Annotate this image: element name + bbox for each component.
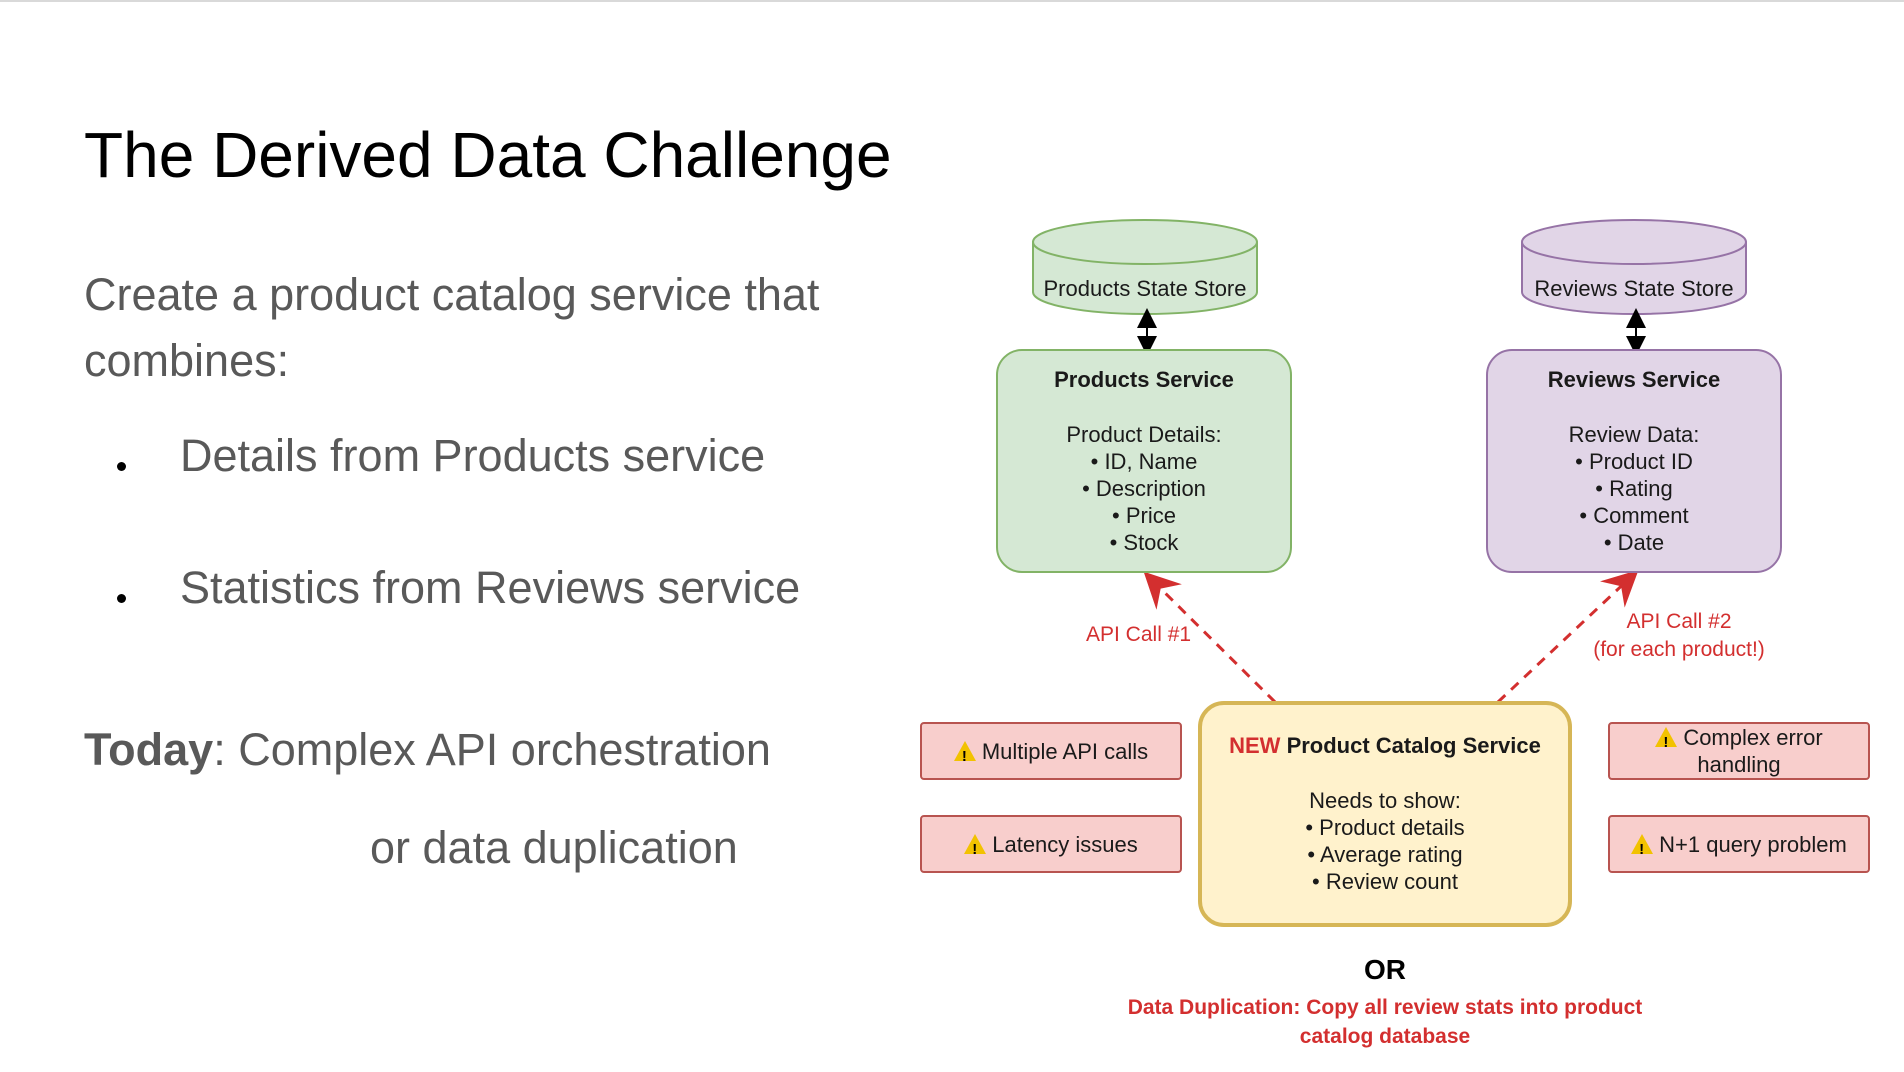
catalog-needs-heading: Needs to show: [1309, 788, 1461, 813]
warning-icon [1655, 727, 1678, 756]
warning-icon [964, 834, 987, 863]
today-line-2: or data duplication [370, 822, 738, 873]
duplication-line1: Data Duplication: Copy all review stats … [1127, 996, 1643, 1019]
products-service-title: Products Service [1054, 367, 1234, 392]
api-call-1-arrow [1143, 571, 1277, 704]
slide-title: The Derived Data Challenge [84, 119, 892, 191]
today-bold: Today [84, 724, 214, 775]
reviews-service-box: Reviews Service Review Data: • Product I… [1486, 349, 1782, 573]
list-item: • ID, Name [1090, 449, 1198, 474]
products-details-heading: Product Details: [1066, 422, 1222, 447]
warning-icon [953, 741, 976, 770]
reviews-store-cylinder [1521, 219, 1747, 315]
new-label: NEW [1229, 733, 1281, 758]
duplication-note: Data Duplication: Copy all review stats … [1080, 993, 1690, 1051]
warning-latency: Latency issues [920, 815, 1182, 873]
warning-multiple-api-calls: Multiple API calls [920, 722, 1182, 780]
catalog-service-name: Product Catalog Service [1280, 733, 1541, 758]
bullet-dot [117, 594, 126, 603]
reviews-data-heading: Review Data: [1568, 422, 1700, 447]
or-label: OR [1364, 954, 1406, 985]
warning-text: Multiple API calls [981, 738, 1149, 764]
warning-complex-error: Complex error handling [1608, 722, 1870, 780]
bullet-reviews: Statistics from Reviews service [180, 562, 801, 613]
list-item: • Product details [1305, 815, 1465, 840]
catalog-service-title: NEW Product Catalog Service [1202, 733, 1568, 759]
today-rest: : Complex API orchestration [213, 724, 771, 775]
warning-text-line2: handling [1697, 752, 1781, 777]
warning-text: Complex error [1683, 725, 1823, 750]
api-call-2-line1: API Call #2 [1626, 610, 1732, 633]
list-item: • Average rating [1307, 842, 1463, 867]
reviews-service-body: Review Data: • Product ID • Rating • Com… [1488, 421, 1780, 556]
products-store-cylinder [1032, 219, 1258, 315]
api-call-1-label: API Call #1 [1086, 623, 1192, 646]
reviews-service-title: Reviews Service [1547, 367, 1721, 392]
list-item: • Comment [1579, 503, 1689, 528]
list-item: • Price [1112, 503, 1176, 528]
api-call-2-label: API Call #2 (for each product!) [1587, 608, 1771, 664]
bullet-dot [117, 462, 126, 471]
warning-icon [1631, 834, 1654, 863]
warning-text: N+1 query problem [1659, 831, 1847, 857]
warning-text: Latency issues [992, 831, 1138, 857]
intro-text: Create a product catalog service that co… [84, 269, 820, 386]
list-item: • Product ID [1575, 449, 1693, 474]
today-line: Today: Complex API orchestration [84, 724, 771, 776]
bullet-products: Details from Products service [180, 430, 766, 481]
catalog-service-box: NEW Product Catalog Service Needs to sho… [1198, 701, 1572, 927]
warning-text-line1: Complex error [1655, 724, 1823, 756]
products-store-label: Products State Store [1043, 276, 1247, 301]
api-call-2-arrow [1496, 569, 1639, 704]
products-service-box: Products Service Product Details: • ID, … [996, 349, 1292, 573]
list-item: • Review count [1312, 869, 1458, 894]
list-item: • Stock [1109, 530, 1179, 555]
list-item: • Rating [1595, 476, 1673, 501]
list-item: • Description [1082, 476, 1206, 501]
warning-n-plus-1: N+1 query problem [1608, 815, 1870, 873]
products-service-body: Product Details: • ID, Name • Descriptio… [998, 421, 1290, 556]
list-item: • Date [1603, 530, 1665, 555]
api-call-2-line2: (for each product!) [1593, 638, 1765, 661]
top-divider [0, 0, 1904, 2]
reviews-store-label: Reviews State Store [1534, 276, 1734, 301]
duplication-line2: catalog database [1299, 1025, 1471, 1048]
catalog-service-body: Needs to show: • Product details • Avera… [1202, 787, 1568, 895]
